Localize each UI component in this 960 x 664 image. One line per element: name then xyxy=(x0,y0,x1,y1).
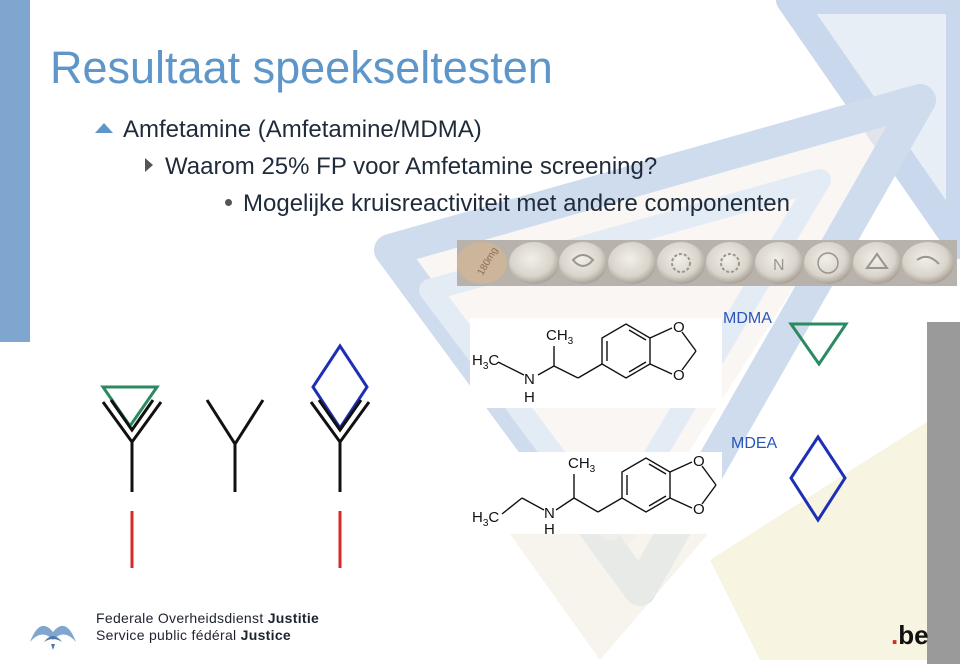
be-logo: .be xyxy=(891,620,929,651)
be-logo-dot: . xyxy=(891,620,899,650)
mdea-structure: CH3 H3C N H O O xyxy=(470,452,722,538)
svg-text:H3C: H3C xyxy=(472,352,499,372)
mdma-structure-drawing: CH3 H3C N H O O xyxy=(472,319,697,406)
bullet-level1-text: Amfetamine (Amfetamine/MDMA) xyxy=(123,116,482,143)
footer-line-2-bold: Justice xyxy=(240,627,291,643)
mdma-h3c-c: C xyxy=(488,352,499,369)
mdma-ch3-sub: 3 xyxy=(568,336,574,347)
justice-logo-icon xyxy=(30,625,76,650)
footer-line-1-regular: Federale Overheidsdienst xyxy=(96,610,268,626)
triangle-right-icon xyxy=(145,158,153,172)
mdma-n-label: N xyxy=(524,371,535,388)
mdma-o-bottom: O xyxy=(673,367,685,384)
mdea-o-bottom: O xyxy=(693,501,705,518)
bullet-level2: Waarom 25% FP voor Amfetamine screening? xyxy=(145,153,657,181)
mdea-h3c-sub: 3 xyxy=(483,518,489,529)
bullet-level2-text: Waarom 25% FP voor Amfetamine screening? xyxy=(165,153,658,180)
antibody-3 xyxy=(309,343,371,568)
mdea-structure-drawing: CH3 H3C N H O O xyxy=(472,453,717,538)
mdma-structure: CH3 H3C N H O O xyxy=(470,318,722,408)
bullet-level3-text: Mogelijke kruisreactiviteit met andere c… xyxy=(243,190,790,217)
mdea-o-top: O xyxy=(693,453,705,470)
mdea-n-label: N xyxy=(544,505,555,522)
mdma-label: MDMA xyxy=(723,310,772,327)
mdea-diamond-icon xyxy=(789,434,847,523)
mdea-ch3-sub: 3 xyxy=(590,464,596,475)
footer-line-1-bold: Justitie xyxy=(267,610,320,626)
mdma-nh-label: H xyxy=(524,389,535,406)
svg-text:CH3: CH3 xyxy=(546,327,574,347)
footer-line-1: Federale Overheidsdienst Justitie xyxy=(96,610,319,626)
footer-line-2: Service public fédéral Justice xyxy=(96,627,291,643)
mdma-h3c-sub: 3 xyxy=(483,361,489,372)
right-accent-bar xyxy=(927,322,960,664)
mdea-label: MDEA xyxy=(731,435,778,452)
left-accent-bar xyxy=(0,0,30,342)
be-logo-text: be xyxy=(898,620,929,650)
mdea-ch3-label: CH xyxy=(568,455,590,472)
mdma-o-top: O xyxy=(673,319,685,336)
antibody-2 xyxy=(205,399,265,492)
svg-text:H3C: H3C xyxy=(472,509,499,529)
antibody-1 xyxy=(100,385,163,568)
dot-icon xyxy=(225,199,232,206)
svg-text:N: N xyxy=(773,257,785,274)
mdma-ch3-label: CH xyxy=(546,327,568,344)
slide-title: Resultaat speekseltesten xyxy=(50,42,553,93)
antibody-diagram xyxy=(100,343,371,568)
mdea-h3c-h: H xyxy=(472,509,483,526)
mdea-nh-label: H xyxy=(544,521,555,534)
mdea-h3c-c: C xyxy=(488,509,499,526)
bullet-level1: Amfetamine (Amfetamine/MDMA) xyxy=(95,116,482,144)
mdma-h3c-h: H xyxy=(472,352,483,369)
triangle-up-icon xyxy=(95,123,113,133)
svg-text:CH3: CH3 xyxy=(568,455,596,475)
pill-photo-strip: 180mg N xyxy=(457,240,957,286)
footer-line-2-regular: Service public fédéral xyxy=(96,627,241,643)
bullet-level3: Mogelijke kruisreactiviteit met andere c… xyxy=(225,190,790,218)
mdma-triangle-icon xyxy=(788,322,849,367)
